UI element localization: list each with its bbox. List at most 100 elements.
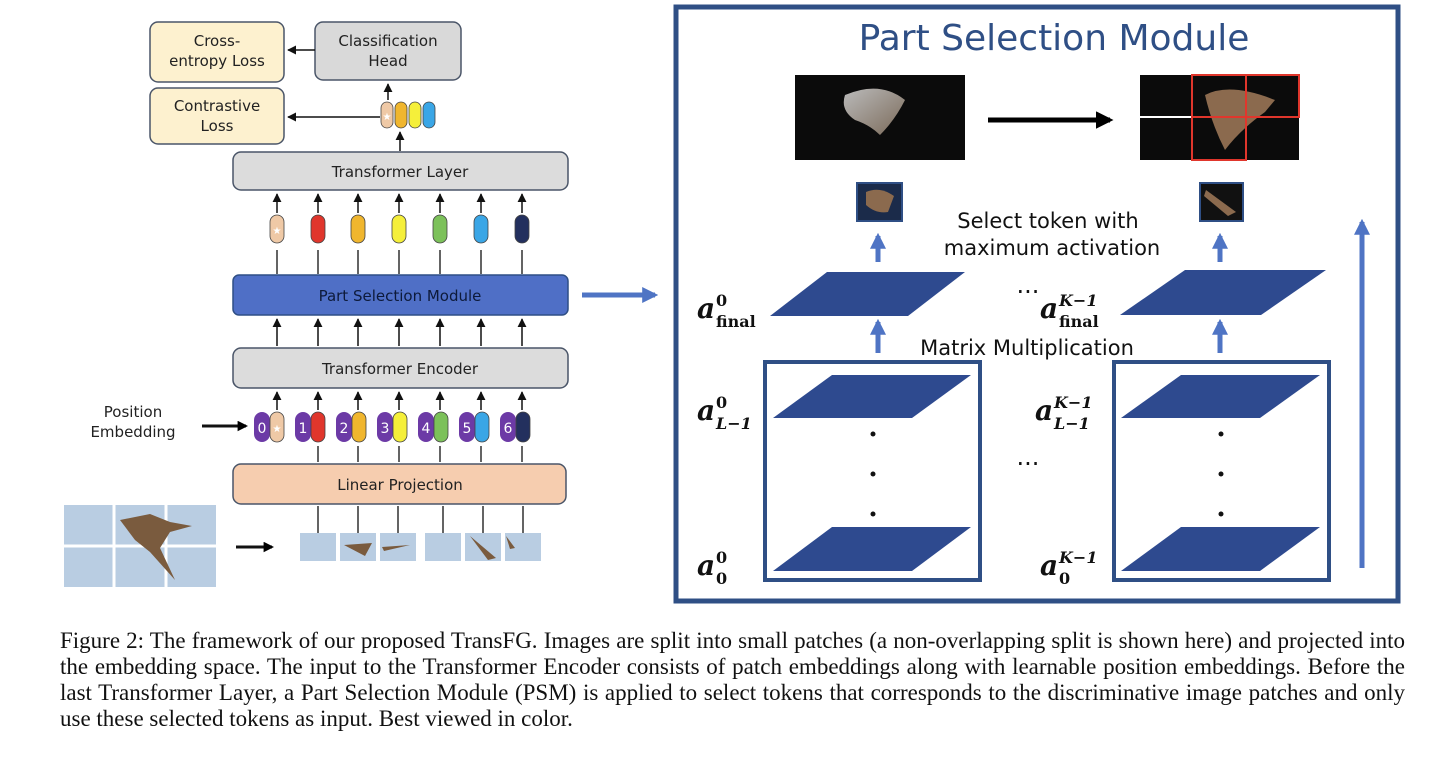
patch-1 <box>340 506 376 561</box>
svg-text:★: ★ <box>273 226 282 237</box>
svg-text:a: a <box>1035 394 1053 427</box>
transfg-framework-figure: Cross- entropy Loss Classification Head … <box>64 4 1401 604</box>
position-number-3: 3 <box>381 421 390 437</box>
cross-entropy-line1: Cross- <box>194 32 241 50</box>
selected-token-row: ★ <box>269 193 530 274</box>
svg-text:final: final <box>1059 312 1099 331</box>
selected-token-0: ★ <box>269 214 285 244</box>
selected-token-thumbnail-0 <box>856 182 903 222</box>
svg-text:Position: Position <box>104 403 162 421</box>
position-number-5: 5 <box>463 421 472 437</box>
svg-text:a: a <box>697 394 715 427</box>
input-token-pair-2: 2 <box>336 411 367 443</box>
patch-5 <box>505 506 541 561</box>
selected-patches-image <box>1140 74 1300 161</box>
svg-text:0: 0 <box>716 291 727 310</box>
selected-token-3 <box>391 214 407 244</box>
svg-text:K−1: K−1 <box>1058 291 1097 310</box>
position-number-2: 2 <box>340 421 349 437</box>
selected-token-5 <box>473 214 489 244</box>
ellipsis-top: ··· <box>1017 278 1040 306</box>
svg-text:0: 0 <box>716 393 727 412</box>
selected-token-6 <box>514 214 530 244</box>
transformer-encoder-box: Transformer Encoder <box>232 347 569 389</box>
patch-sequence <box>300 506 541 561</box>
svg-text:a: a <box>697 549 715 582</box>
svg-text:final: final <box>716 312 756 331</box>
select-text-line1: Select token with <box>957 209 1138 233</box>
part-selection-module-box: Part Selection Module <box>232 274 569 316</box>
layer-0-plane-k <box>1121 527 1320 571</box>
psm-title: Part Selection Module <box>859 18 1250 59</box>
position-number-1: 1 <box>299 421 308 437</box>
svg-text:L−1: L−1 <box>715 414 752 433</box>
svg-text:a: a <box>1040 549 1058 582</box>
input-token-pair-5: 5 <box>459 411 490 443</box>
matrix-mult-label: Matrix Multiplication <box>920 336 1134 360</box>
classification-head-box: Classification Head <box>314 21 462 81</box>
svg-text:L−1: L−1 <box>1053 414 1090 433</box>
input-token-pair-3: 3 <box>377 411 408 443</box>
position-number-0: 0 <box>258 421 267 437</box>
final-attention-plane-0 <box>770 272 965 316</box>
figure-caption: Figure 2: The framework of our proposed … <box>60 628 1405 731</box>
layer-stack-box-0 <box>763 360 982 582</box>
selected-token-thumbnail-k <box>1199 182 1244 222</box>
layer-0-plane-0 <box>773 527 971 571</box>
contrastive-loss-box: Contrastive Loss <box>149 87 285 145</box>
cross-entropy-loss-box: Cross- entropy Loss <box>149 21 285 83</box>
vertical-dots-k <box>1218 431 1224 517</box>
selected-token-1 <box>310 214 326 244</box>
linear-projection-box: Linear Projection <box>232 463 567 505</box>
cross-entropy-line2: entropy Loss <box>169 52 265 70</box>
linear-projection-label: Linear Projection <box>337 476 463 494</box>
svg-text:Embedding: Embedding <box>90 423 175 441</box>
patch-3 <box>425 506 461 561</box>
layer-L1-plane-0 <box>773 375 971 418</box>
selected-token-2 <box>350 214 366 244</box>
classification-head-line1: Classification <box>338 32 437 50</box>
selected-token-4 <box>432 214 448 244</box>
left-pipeline: Cross- entropy Loss Classification Head … <box>64 21 659 587</box>
svg-text:★: ★ <box>273 424 282 435</box>
svg-text:0: 0 <box>1059 569 1070 588</box>
svg-text:K−1: K−1 <box>1053 393 1092 412</box>
contrastive-line2: Loss <box>201 117 234 135</box>
svg-text:0: 0 <box>716 569 727 588</box>
input-token-pair-0: 0★ <box>254 411 285 443</box>
contrastive-line1: Contrastive <box>174 97 260 115</box>
vertical-dots-0 <box>870 431 876 517</box>
layer-L1-plane-k <box>1121 375 1320 418</box>
position-number-6: 6 <box>504 421 513 437</box>
patch-0 <box>300 506 336 561</box>
svg-text:★: ★ <box>383 112 392 123</box>
position-embedding-label: Position Embedding <box>90 403 175 441</box>
svg-text:0: 0 <box>716 548 727 567</box>
layer-stack-box-k <box>1112 360 1331 582</box>
input-token-pair-4: 4 <box>418 411 449 443</box>
attention-map-image <box>795 75 965 160</box>
ellipsis-middle: ··· <box>1017 450 1040 478</box>
input-token-pair-6: 6 <box>500 411 531 443</box>
classification-head-line2: Head <box>368 52 407 70</box>
patch-2 <box>380 506 416 561</box>
input-token-pair-1: 1 <box>295 411 326 443</box>
final-attention-plane-k <box>1120 270 1326 315</box>
svg-text:a: a <box>697 292 715 325</box>
transformer-layer-box: Transformer Layer <box>232 151 569 191</box>
transformer-encoder-label: Transformer Encoder <box>321 360 479 378</box>
select-text-line2: maximum activation <box>944 236 1161 260</box>
svg-text:a: a <box>1040 292 1058 325</box>
svg-text:K−1: K−1 <box>1058 548 1097 567</box>
psm-label: Part Selection Module <box>319 287 482 305</box>
position-number-4: 4 <box>422 421 431 437</box>
psm-detail-panel: Part Selection Module Select token with <box>673 4 1401 604</box>
output-token-group: ★ <box>380 101 436 129</box>
